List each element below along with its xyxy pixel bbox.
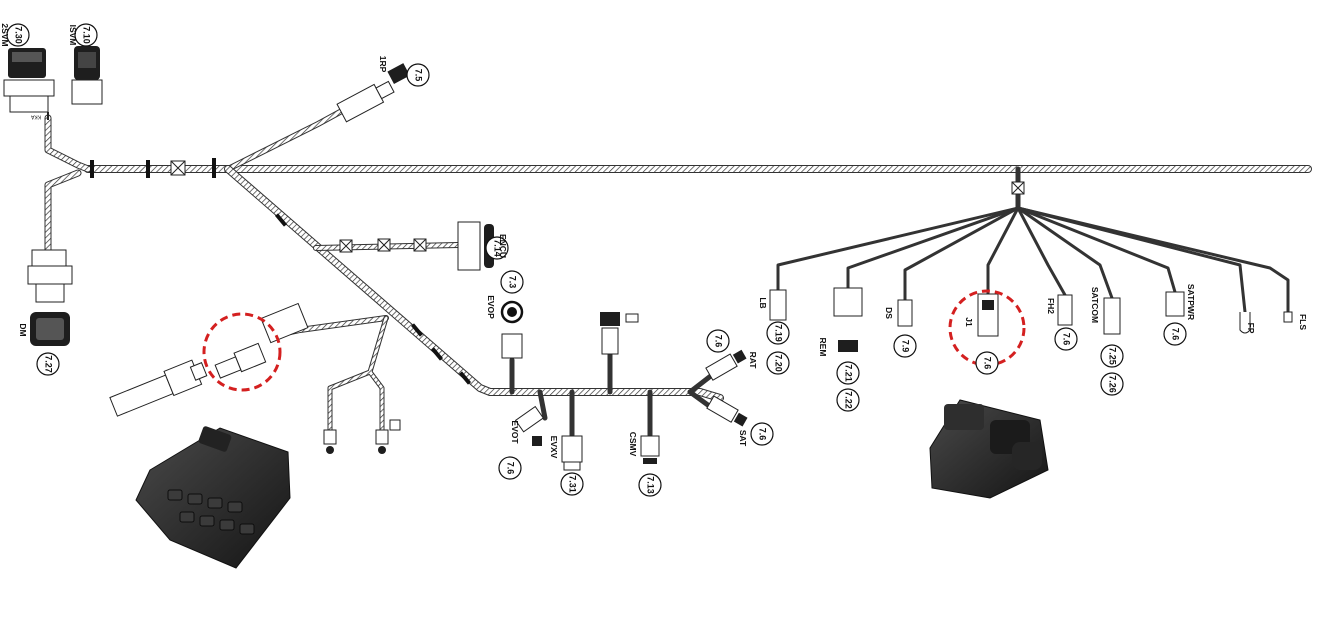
label-evop: EVOP: [486, 295, 496, 319]
ref-csmv: 7.13: [646, 476, 656, 494]
ref-sat: 7.6: [758, 428, 768, 441]
pin-cavities: [167, 489, 255, 535]
satpwr-connector[interactable]: [1165, 291, 1185, 317]
harness-clamps: [90, 158, 472, 385]
irp-connector[interactable]: [336, 78, 396, 123]
diagonal-trunk: [224, 165, 724, 402]
label-fp: FP: [1246, 323, 1256, 334]
label-irp: 1RP: [378, 56, 388, 73]
evot-plug[interactable]: [532, 436, 542, 446]
label-csmv: CSMV: [628, 432, 638, 457]
label-fh2: FH2: [1046, 298, 1056, 314]
twin-drop-branch: [327, 315, 389, 433]
label-evot: EVOT: [510, 420, 520, 444]
twin-drop-connectors[interactable]: [323, 419, 401, 454]
label-isvm: ISVM: [68, 25, 78, 46]
inline-connector-left[interactable]: [205, 302, 313, 380]
ref-evop: 7.3: [508, 276, 518, 289]
label-ds: DS: [884, 307, 894, 319]
evot-connector[interactable]: [514, 405, 544, 433]
label-rat: RAT: [748, 352, 758, 370]
j1-connector[interactable]: [977, 293, 999, 337]
lb-connector[interactable]: [769, 289, 787, 321]
ref-rem-b: 7.22: [844, 391, 854, 409]
ref-satpwr: 7.6: [1171, 328, 1181, 341]
right-fan-branches: [776, 206, 1290, 314]
label-svm2: 2SVM: [0, 23, 10, 46]
label-j1: J1: [964, 317, 974, 327]
ref-irp: 7.5: [414, 69, 424, 82]
ref-ds: 7.9: [901, 340, 911, 353]
ref-rat: 7.6: [714, 335, 724, 348]
svm2-connector[interactable]: [3, 48, 55, 120]
ref-lb-a: 7.19: [774, 324, 784, 342]
label-sat: SAT: [738, 430, 748, 447]
evxv-connector[interactable]: [561, 435, 583, 471]
section-ref-texts: 7.30 7.10 7.5 7.27 7.14 7.3 7.6 7.6 7.6 …: [14, 26, 1181, 494]
plug-render-right: [929, 399, 1049, 499]
connector-label-texts: 2SVM ISVM KKA 1RP DM ENCU EVOP EVOT EVXV…: [0, 23, 1308, 458]
ref-j1: 7.6: [983, 357, 993, 370]
rem-connector[interactable]: [833, 287, 863, 352]
label-rem: REM: [818, 338, 828, 357]
fh2-connector[interactable]: [1057, 294, 1073, 326]
ref-satcom-b: 7.26: [1108, 375, 1118, 393]
csmv-connector[interactable]: [640, 435, 660, 464]
ref-rem-a: 7.21: [844, 364, 854, 382]
rat-connector[interactable]: [705, 348, 748, 381]
label-satcom: SATCOM: [1090, 287, 1100, 323]
evop-connector[interactable]: [500, 300, 524, 359]
highlight-circle-left: [202, 312, 282, 392]
mid-top-connector[interactable]: [600, 312, 639, 355]
splice-boxes: [170, 160, 1025, 253]
label-evxv: EVXV: [549, 436, 559, 459]
dm-connector[interactable]: [27, 249, 73, 346]
ref-satcom-a: 7.25: [1108, 347, 1118, 365]
ribbon-connector[interactable]: [108, 357, 209, 418]
ref-encu: 7.14: [493, 239, 503, 257]
label-satpwr: SATPWR: [1186, 284, 1196, 320]
label-lb: LB: [758, 297, 768, 308]
label-dm: DM: [18, 323, 28, 336]
satcom-connector[interactable]: [1103, 297, 1121, 335]
ref-evxv: 7.31: [568, 475, 578, 493]
plug-render-left: [135, 426, 291, 569]
sat-connector[interactable]: [706, 395, 749, 428]
ref-dm: 7.27: [44, 355, 54, 373]
ds-connector[interactable]: [897, 299, 913, 327]
ref-svm2: 7.30: [14, 26, 24, 44]
label-encu: ENCU: [498, 234, 508, 258]
ref-lb-b: 7.20: [774, 354, 784, 372]
label-fls: FLS: [1298, 314, 1308, 330]
irp-mate-connector[interactable]: [387, 63, 410, 84]
fls-connector[interactable]: [1283, 311, 1293, 323]
ref-isvm: 7.10: [82, 26, 92, 44]
isvm-connector[interactable]: [71, 46, 103, 105]
section-ref-bubbles: [6, 23, 1187, 497]
ref-evot: 7.6: [506, 462, 516, 475]
fp-connector[interactable]: [1239, 312, 1251, 334]
label-kka: KKA: [30, 114, 41, 120]
ref-fh2: 7.6: [1062, 333, 1072, 346]
